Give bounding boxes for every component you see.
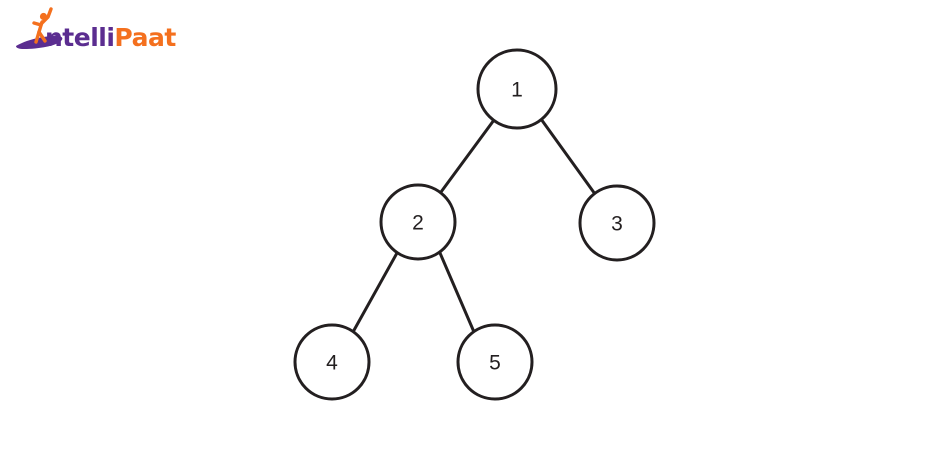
tree-node-1-label: 1 — [511, 79, 523, 102]
surfer-figure-icon — [32, 7, 53, 44]
surfer-head-icon — [39, 12, 48, 21]
tree-node-2-circle[interactable] — [379, 183, 457, 261]
logo-text-purple: ntelli — [45, 23, 114, 52]
tree-edge-1-2 — [439, 118, 496, 194]
tree-edge-2-4 — [351, 251, 399, 334]
tree-node-5-circle[interactable] — [456, 323, 534, 401]
tree-node-4-label: 4 — [326, 352, 338, 375]
tree-node-3-label: 3 — [611, 213, 623, 236]
tree-node-1[interactable]: 1 — [476, 48, 558, 130]
tree-node-1-circle[interactable] — [476, 48, 558, 130]
tree-node-2[interactable]: 2 — [379, 183, 457, 261]
tree-edge-1-3 — [539, 117, 597, 196]
tree-edges-group — [351, 117, 597, 334]
logo-text-orange: Paat — [114, 23, 176, 52]
tree-node-4[interactable]: 4 — [293, 323, 371, 401]
tree-node-3-circle[interactable] — [578, 184, 656, 262]
intellipaat-logo[interactable]: ntelliPaat — [12, 4, 192, 52]
tree-node-5[interactable]: 5 — [456, 323, 534, 401]
tree-edge-2-5 — [438, 251, 476, 334]
tree-node-3[interactable]: 3 — [578, 184, 656, 262]
tree-node-5-label: 5 — [489, 352, 501, 375]
tree-node-2-label: 2 — [412, 212, 424, 235]
tree-node-4-circle[interactable] — [293, 323, 371, 401]
logo-wordmark: ntelliPaat — [45, 23, 176, 52]
tree-nodes-group: 1 2 3 4 5 — [293, 48, 656, 401]
surfboard-icon — [16, 36, 63, 49]
